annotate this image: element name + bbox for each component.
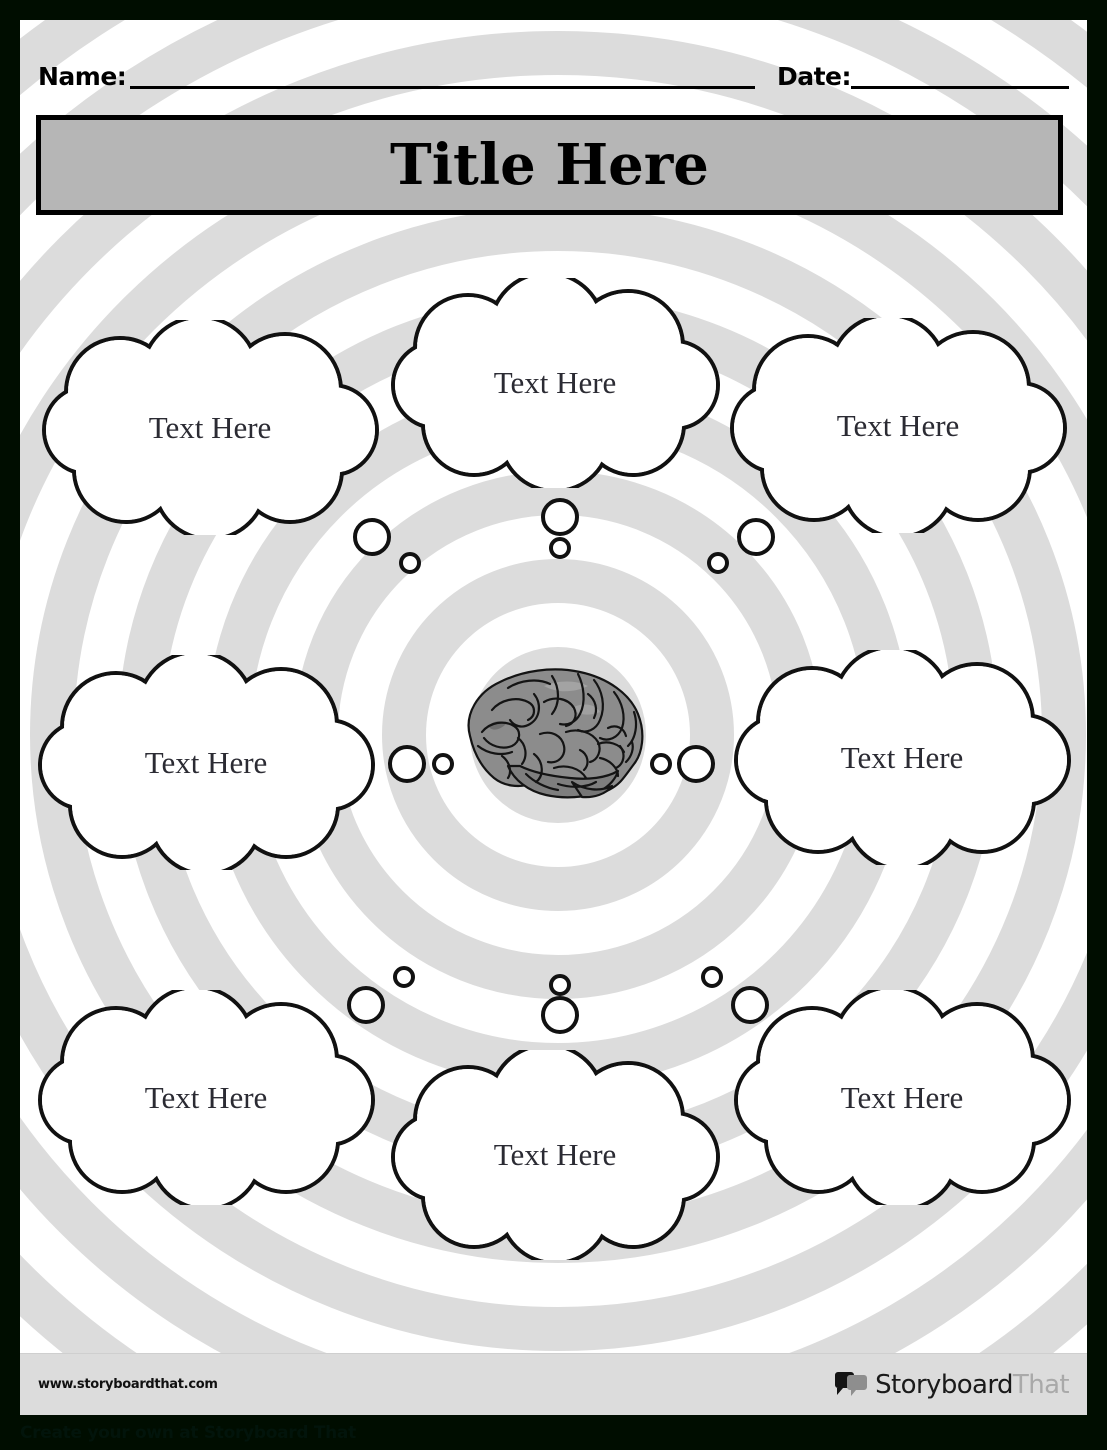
cta-text[interactable]: Create your own at Storyboard That	[20, 1422, 356, 1443]
thought-tail-top-left	[350, 515, 430, 585]
bubble-text: Text Here	[493, 1137, 617, 1172]
bubble-text: Text Here	[840, 739, 964, 775]
thought-bubble-middle-left[interactable]: Text Here	[36, 655, 376, 870]
bubble-text: Text Here	[493, 365, 617, 400]
thought-bubble-group: Text Here	[20, 20, 1087, 1415]
bottom-cta-bar: Create your own at Storyboard That	[0, 1415, 1107, 1450]
bubble-text: Text Here	[836, 407, 960, 443]
storyboardthat-logo[interactable]: StoryboardThat	[834, 1371, 1070, 1398]
website-url[interactable]: www.storyboardthat.com	[38, 1377, 218, 1392]
worksheet-header: Name: Date:	[20, 20, 1087, 95]
thought-tail-middle-left	[385, 742, 455, 786]
worksheet-page: Name: Date: Title Here	[20, 20, 1087, 1415]
thought-tail-bottom-center	[530, 965, 590, 1037]
title-box[interactable]: Title Here	[36, 115, 1063, 215]
brain-icon	[448, 658, 668, 813]
bubble-text: Text Here	[148, 409, 272, 445]
bubble-text: Text Here	[840, 1079, 964, 1115]
thought-bubble-top-center[interactable]: Text Here	[390, 278, 720, 488]
bubble-text: Text Here	[144, 1079, 268, 1115]
name-label: Name:	[38, 62, 127, 91]
thought-bubble-bottom-right[interactable]: Text Here	[732, 990, 1072, 1205]
bubble-text: Text Here	[144, 744, 268, 780]
logo-primary-text: Storyboard	[875, 1369, 1013, 1400]
thought-bubble-bottom-center[interactable]: Text Here	[390, 1050, 720, 1260]
thought-tail-top-center	[530, 495, 590, 565]
name-write-line[interactable]	[130, 85, 755, 89]
logo-wordmark: StoryboardThat	[875, 1372, 1069, 1398]
thought-tail-top-right	[698, 515, 778, 585]
date-write-line[interactable]	[851, 85, 1069, 89]
page-title: Title Here	[390, 132, 709, 198]
thought-tail-bottom-left	[342, 955, 422, 1027]
logo-secondary-text: That	[1012, 1369, 1070, 1400]
thought-bubble-top-left[interactable]: Text Here	[40, 320, 380, 535]
date-label: Date:	[776, 62, 852, 91]
thought-bubble-top-right[interactable]: Text Here	[728, 318, 1068, 533]
thought-tail-middle-right	[648, 742, 718, 786]
thought-bubble-middle-right[interactable]: Text Here	[732, 650, 1072, 865]
speech-bubbles-icon	[834, 1371, 868, 1398]
page-footer: www.storyboardthat.com StoryboardThat	[20, 1353, 1087, 1415]
thought-bubble-bottom-left[interactable]: Text Here	[36, 990, 376, 1205]
thought-tail-bottom-right	[692, 955, 772, 1027]
